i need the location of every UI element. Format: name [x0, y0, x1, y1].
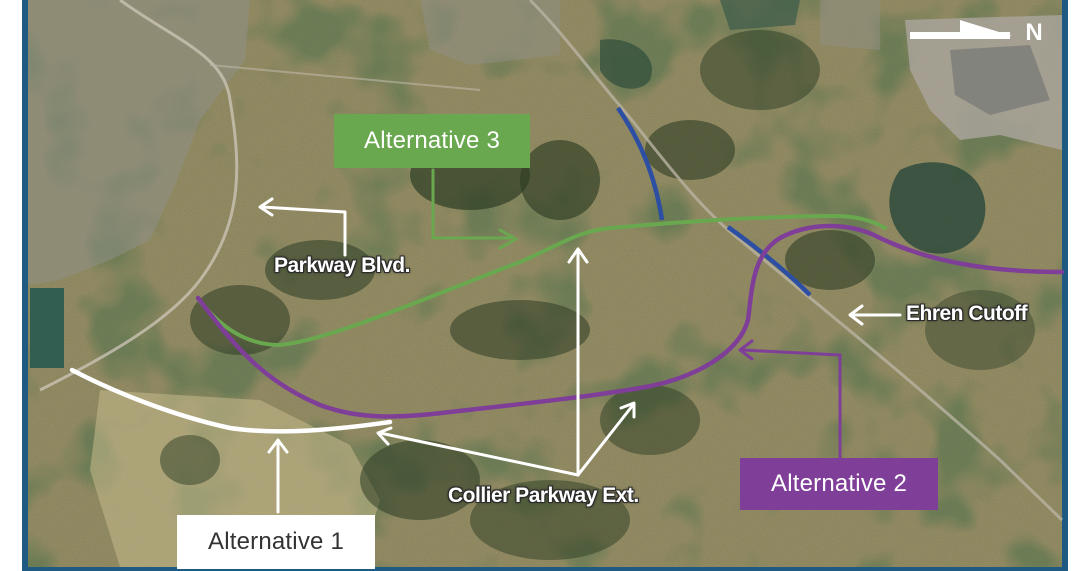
- callout-arrows: [258, 168, 902, 514]
- alternative-2-label[interactable]: Alternative 2: [740, 458, 938, 510]
- alternative-2-route[interactable]: [195, 223, 1065, 419]
- alternative-3-text: Alternative 3: [363, 127, 500, 154]
- ehren-cutoff-label: Ehren Cutoff: [906, 302, 1028, 325]
- north-arrow-icon: N: [910, 19, 1043, 46]
- collier-parkway-ext-label: Collier Parkway Ext.: [448, 484, 639, 507]
- alternative-2-text: Alternative 2: [770, 470, 907, 497]
- existing-road-segment: [616, 106, 812, 297]
- alternative-1-route[interactable]: [69, 367, 393, 434]
- north-letter: N: [1025, 19, 1042, 46]
- alternative-3-route[interactable]: [196, 213, 887, 348]
- alternative-3-label[interactable]: Alternative 3: [334, 114, 530, 168]
- alternative-1-label[interactable]: Alternative 1: [177, 515, 375, 569]
- alternative-1-text: Alternative 1: [207, 528, 344, 555]
- parkway-blvd-label: Parkway Blvd.: [274, 254, 410, 277]
